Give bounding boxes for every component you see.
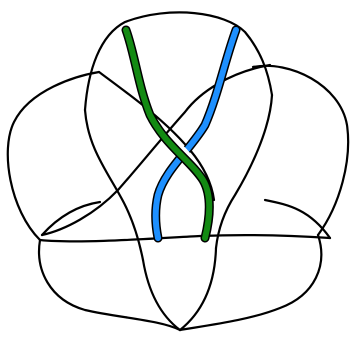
knot-arc-lower-inner-left [143, 260, 180, 330]
knot-arc-lower-inner-right [180, 248, 216, 330]
black-knot-strand [8, 12, 348, 330]
knot-arc-upper-right [253, 66, 348, 235]
knot-arc-top [85, 12, 272, 110]
knot-arc-horizontal [40, 235, 330, 241]
knot-arc-lower-right [180, 235, 321, 330]
knot-arc-lower-left [39, 240, 180, 330]
knot-arc-left-connector [42, 202, 100, 235]
knot-arc-left-lower [85, 110, 143, 260]
knot-arc-right-lower [216, 95, 272, 248]
